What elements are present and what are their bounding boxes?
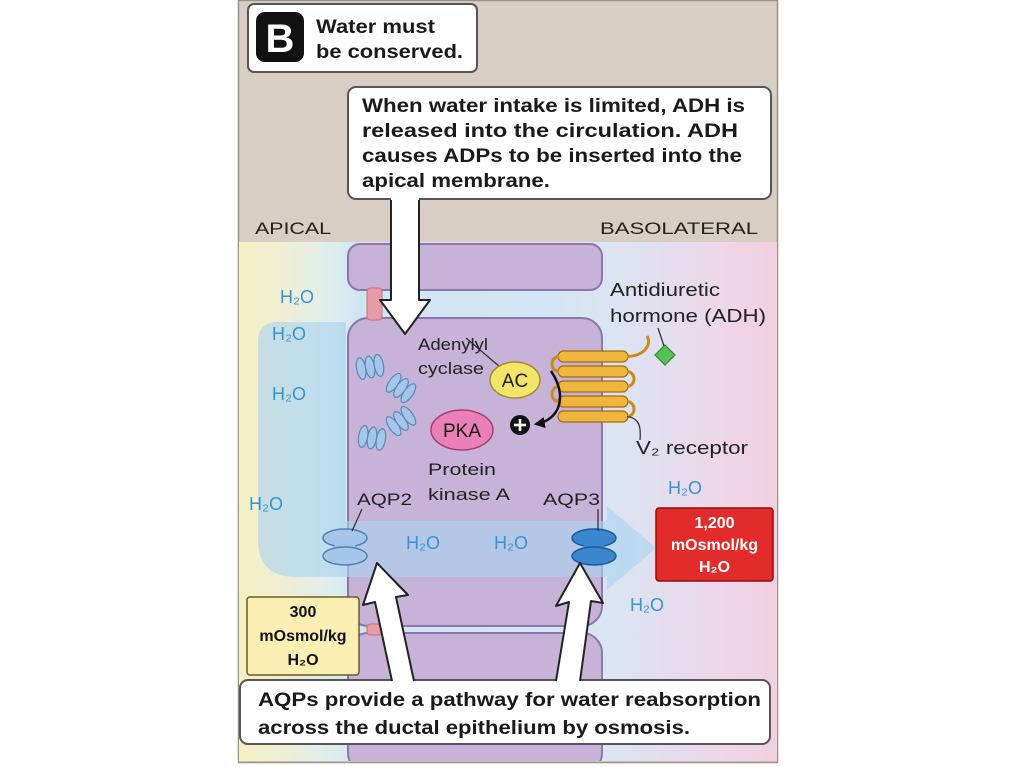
receptor-helix-4 — [557, 395, 629, 408]
aqp2-vesicle-3 — [385, 405, 417, 437]
luminal-osmolality-value: 300 — [290, 604, 317, 621]
adenylyl-cyclase-label-line-2: cyclase — [418, 359, 484, 378]
receptor-tail — [626, 415, 641, 441]
water-label-6: H₂O — [494, 533, 528, 553]
water-label-7: H₂O — [668, 478, 702, 498]
aqp3-channel — [571, 528, 617, 566]
water-label-8: H₂O — [630, 595, 664, 615]
v2-receptor — [550, 335, 651, 441]
bottom-callout-line-1: AQPs provide a pathway for water reabsor… — [258, 690, 761, 711]
water-label-2: H₂O — [272, 324, 306, 344]
water-label-5: H₂O — [406, 533, 440, 553]
receptor-helix-2 — [557, 365, 629, 378]
receptor-helix-1 — [557, 350, 629, 363]
top-callout-arrow — [379, 200, 431, 335]
bottom-callout-arrow-aqp3-fill — [555, 563, 603, 686]
protein-kinase-a-node — [430, 409, 494, 451]
protein-kinase-label-line-1: Protein — [428, 460, 496, 479]
luminal-osmolality-unit: mOsmol/kg — [259, 628, 346, 645]
bottom-callout-arrow-aqp2 — [362, 562, 415, 682]
tight-junction-upper — [366, 287, 383, 321]
aqp2-vesicle-1 — [355, 353, 385, 381]
plus-icon — [510, 415, 530, 435]
top-callout-line-3: causes ADPs to be inserted into the — [362, 146, 742, 167]
aqp2-channel — [322, 528, 368, 566]
panel-header-box — [247, 3, 478, 73]
interstitial-osmolality-box — [655, 507, 774, 582]
adenylyl-cyclase-abbrev: AC — [502, 371, 528, 392]
aqp3-label: AQP3 — [543, 490, 600, 509]
panel-badge — [256, 12, 304, 62]
receptor-loops — [550, 335, 651, 418]
adenylyl-cyclase-label-line-1: Adenylyl — [418, 335, 488, 354]
apical-label: APICAL — [255, 219, 331, 238]
activation-arrow — [533, 370, 562, 428]
panel-title-line-1: Water must — [316, 17, 436, 38]
aqp2-vesicle-2 — [385, 372, 417, 404]
water-label-1: H₂O — [280, 287, 314, 307]
receptor-label: V₂ receptor — [636, 438, 748, 458]
panel-title-line-2: be conserved. — [316, 42, 463, 63]
bottom-callout-arrow-aqp3 — [555, 562, 604, 682]
panel-letter: B — [266, 17, 295, 61]
water-label-4: H₂O — [249, 494, 283, 514]
top-callout-line-4: apical membrane. — [362, 171, 550, 192]
aqp2-vesicle-cluster — [355, 353, 417, 452]
interstitial-osmolality-unit: mOsmol/kg — [671, 537, 758, 554]
hormone-leader-line — [657, 327, 665, 347]
top-callout-line-1: When water intake is limited, ADH is — [362, 96, 745, 117]
aqp2-channel-bottom — [322, 546, 368, 566]
top-callout-arrow-fill — [380, 195, 430, 334]
water-flow-arrow — [258, 322, 656, 590]
aqp2-leader-line — [351, 508, 363, 532]
interstitial-osmolality-solvent: H₂O — [699, 559, 730, 576]
hormone-label-line-1: Antidiuretic — [610, 280, 720, 300]
adenylyl-cyclase-node — [489, 361, 541, 399]
bottom-callout-line-2: across the ductal epithelium by osmosis. — [258, 718, 690, 739]
hormone-label-line-2: hormone (ADH) — [610, 306, 766, 326]
upper-epithelial-cell — [347, 243, 603, 291]
receptor-helix-3 — [557, 380, 629, 393]
aqp2-label: AQP2 — [357, 490, 412, 509]
bottom-callout-arrow-aqp2-fill — [363, 563, 415, 686]
top-callout-line-2: released into the circulation. ADH — [362, 121, 738, 142]
protein-kinase-label-line-2: kinase A — [428, 485, 511, 504]
luminal-osmolality-solvent: H₂O — [287, 652, 318, 669]
basolateral-label: BASOLATERAL — [600, 219, 758, 238]
top-callout-box — [347, 86, 772, 200]
diamond-icon — [654, 344, 676, 366]
water-label-3: H₂O — [272, 384, 306, 404]
luminal-osmolality-box — [246, 596, 360, 676]
aqp2-vesicle-4 — [357, 424, 387, 452]
aqp3-channel-bottom — [571, 546, 617, 566]
interstitial-osmolality-value: 1,200 — [694, 515, 734, 532]
bottom-callout-box — [239, 679, 771, 745]
adenylyl-cyclase-leader-line — [465, 337, 501, 368]
receptor-helix-5 — [557, 410, 629, 423]
protein-kinase-a-abbrev: PKA — [443, 421, 481, 442]
